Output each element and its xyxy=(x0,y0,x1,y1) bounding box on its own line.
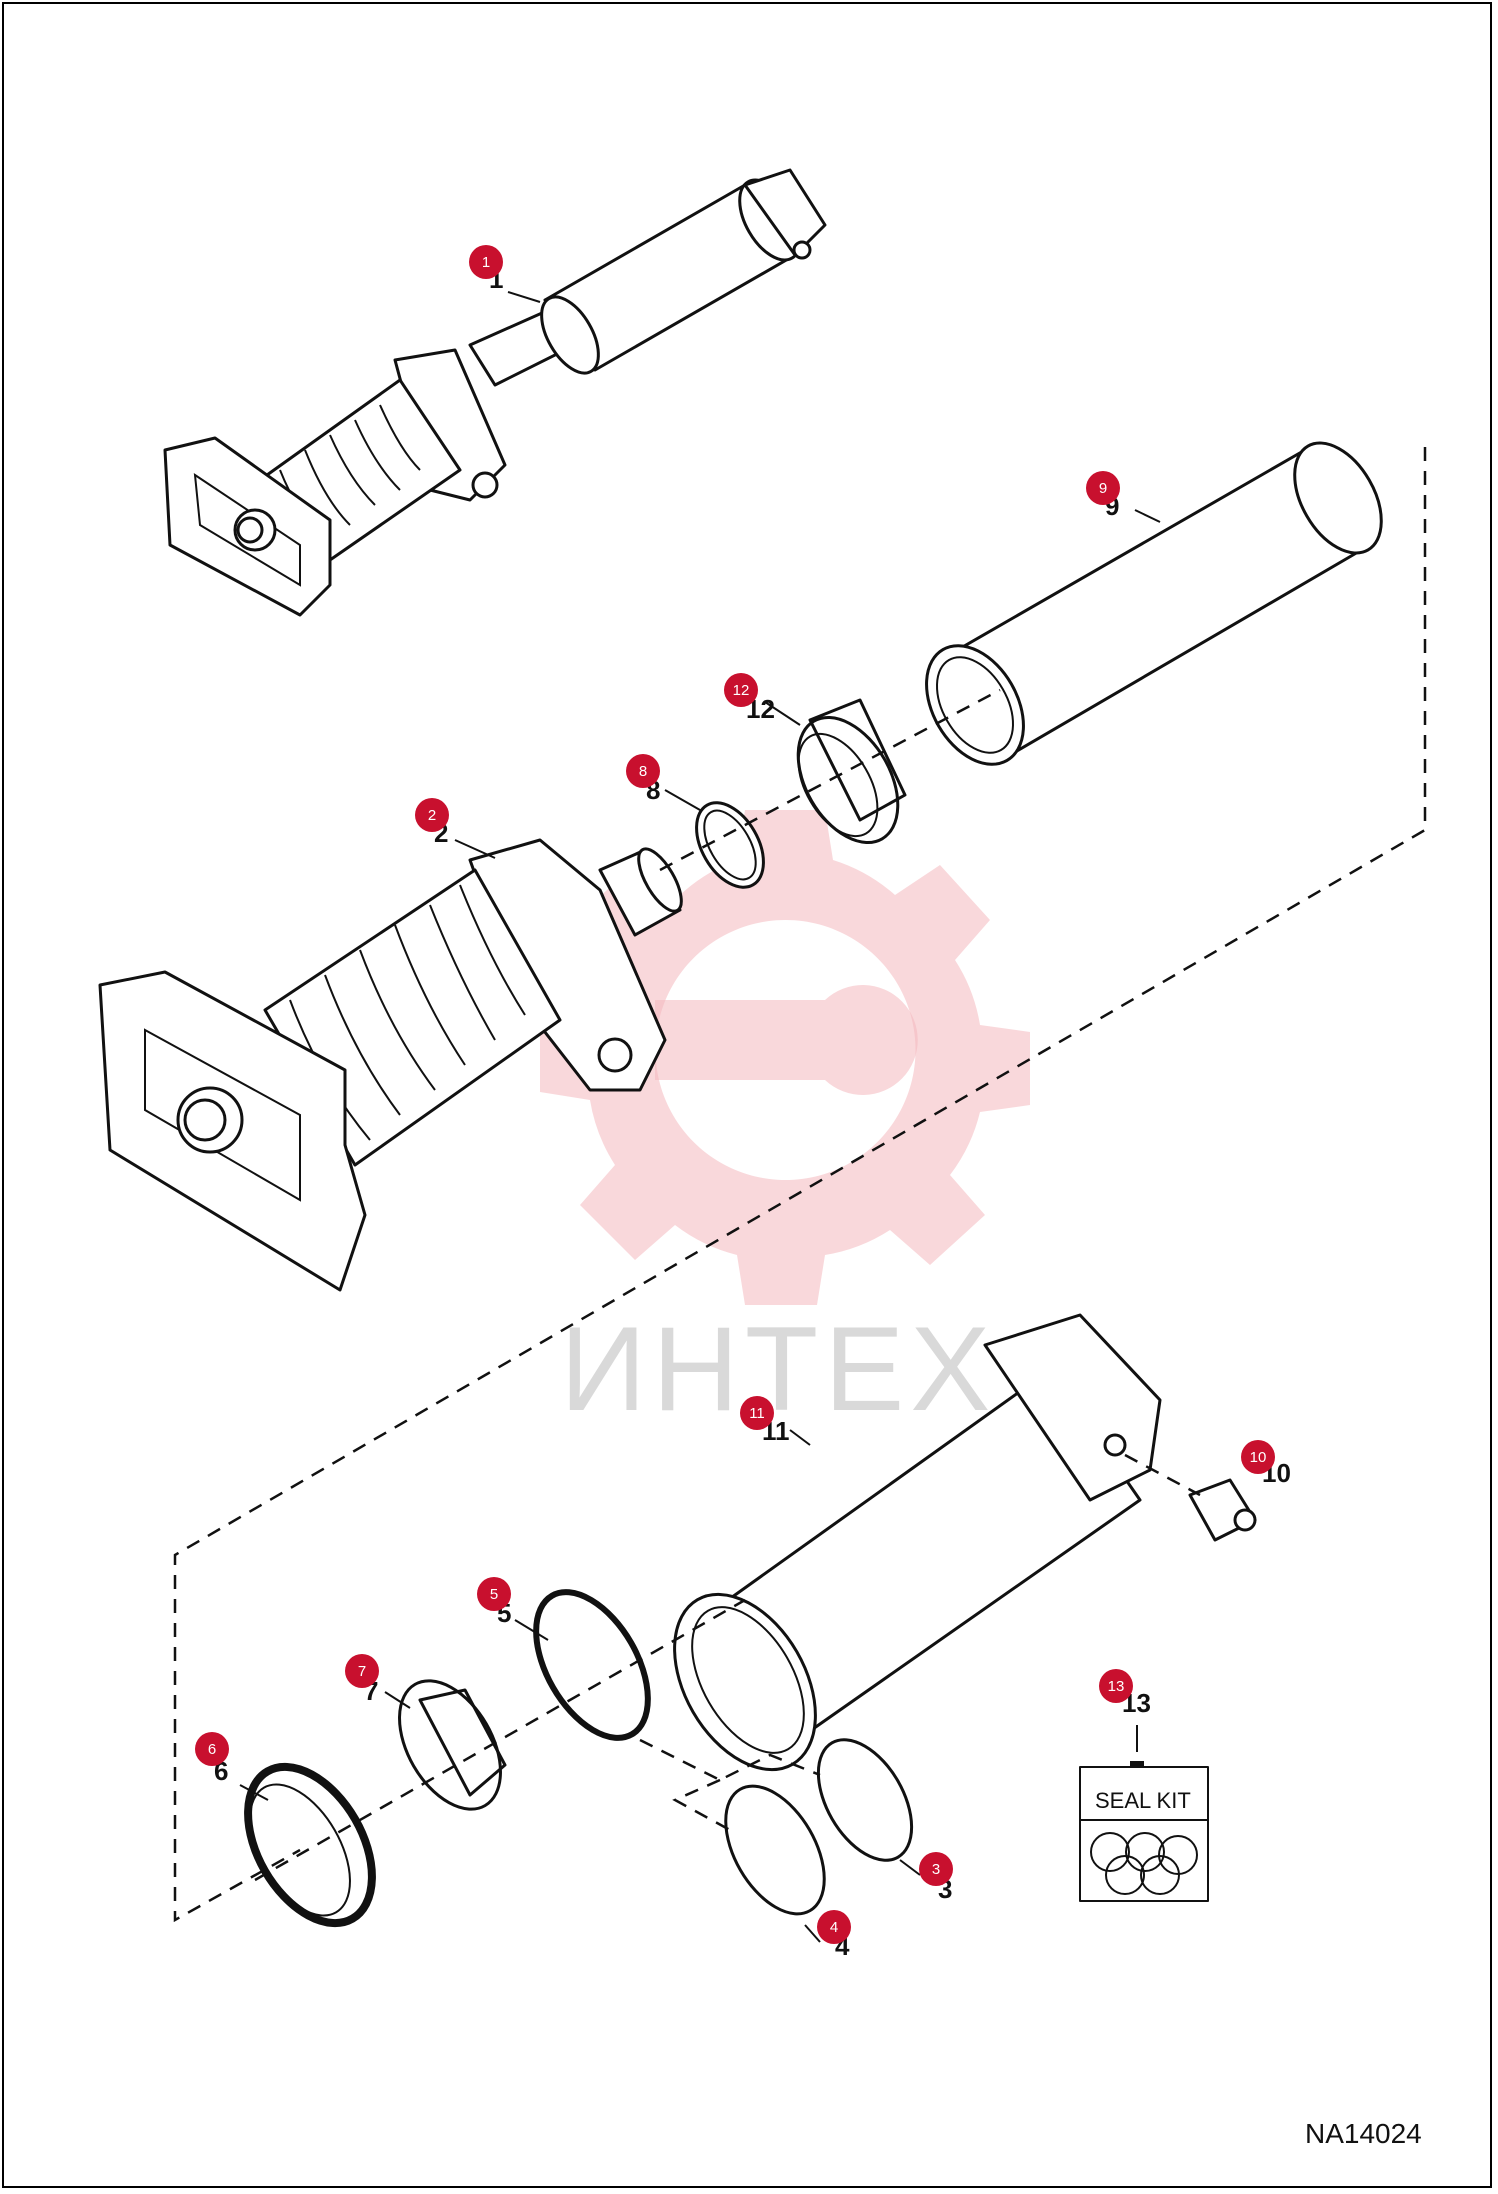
figure-id: NA14024 xyxy=(1305,2118,1422,2149)
svg-text:13: 13 xyxy=(1108,1678,1125,1695)
part-6-wiper-seal xyxy=(244,1762,376,1928)
part-10-grease-fitting xyxy=(1188,1478,1257,1542)
svg-text:8: 8 xyxy=(639,763,647,780)
callout-badge-10[interactable]: 10 xyxy=(1241,1440,1275,1474)
part-3-o-ring xyxy=(816,1738,914,1862)
svg-text:6: 6 xyxy=(208,1741,216,1758)
callout-badge-6[interactable]: 6 xyxy=(195,1732,229,1766)
watermark-logo: ИНТЕХ xyxy=(540,810,1030,1436)
part-7-bushing xyxy=(398,1679,507,1811)
callout-badge-7[interactable]: 7 xyxy=(345,1654,379,1688)
explode-axis-upper xyxy=(659,688,1001,872)
svg-text:10: 10 xyxy=(1250,1449,1267,1466)
svg-text:4: 4 xyxy=(830,1919,838,1936)
svg-text:7: 7 xyxy=(358,1663,366,1680)
part-2-spring-yoke xyxy=(98,838,683,1292)
svg-text:11: 11 xyxy=(749,1405,765,1422)
svg-text:9: 9 xyxy=(1099,480,1107,497)
part-9-tube xyxy=(925,441,1383,766)
seal-kit-label: SEAL KIT xyxy=(1095,1788,1191,1813)
callout-badge-2[interactable]: 2 xyxy=(415,798,449,832)
callout-badge-1[interactable]: 1 xyxy=(469,245,503,279)
explode-axis-lower xyxy=(254,1598,746,1882)
callout-badge-9[interactable]: 9 xyxy=(1086,471,1120,505)
callout-badge-4[interactable]: 4 xyxy=(817,1910,851,1944)
explode-boundary-line xyxy=(173,447,1427,1923)
callout-badge-3[interactable]: 3 xyxy=(919,1852,953,1886)
part-11-cylinder-body xyxy=(673,1313,1162,1772)
svg-text:3: 3 xyxy=(932,1861,940,1878)
svg-text:1: 1 xyxy=(482,254,490,271)
callout-badge-13[interactable]: 13 xyxy=(1099,1669,1133,1703)
explode-axis-orings xyxy=(639,1738,821,1832)
svg-text:2: 2 xyxy=(428,807,436,824)
callout-badge-5[interactable]: 5 xyxy=(477,1577,511,1611)
svg-text:5: 5 xyxy=(490,1586,498,1603)
part-13-seal-kit: SEAL KIT xyxy=(1079,1725,1209,1902)
part-4-o-ring xyxy=(724,1784,826,1916)
part-1-idler-assembly xyxy=(163,168,827,617)
callout-badge-11[interactable]: 11 xyxy=(740,1396,774,1430)
part-5-snap-ring xyxy=(533,1589,651,1741)
callout-badge-12[interactable]: 12 xyxy=(724,673,758,707)
callout-badge-8[interactable]: 8 xyxy=(626,754,660,788)
svg-text:12: 12 xyxy=(733,682,750,699)
part-12-seal xyxy=(796,698,907,845)
watermark-text: ИНТЕХ xyxy=(560,1302,996,1436)
